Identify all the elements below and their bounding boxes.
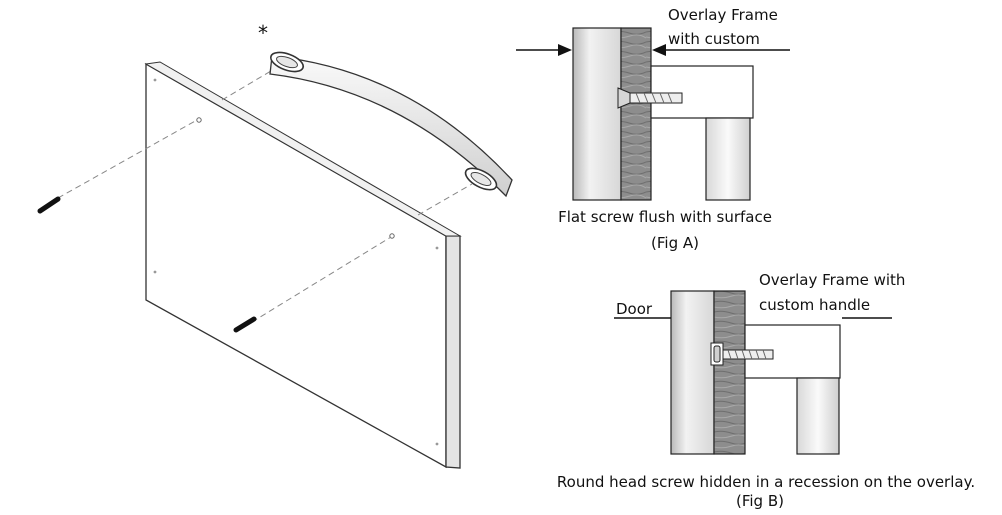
bow-handle [269, 51, 513, 198]
handle-asterisk: * [258, 21, 268, 45]
door-panel-face [145, 62, 447, 469]
fig-a-overlay-label-line1: Overlay Frame [668, 6, 778, 24]
fig-a-door-layer [572, 27, 622, 201]
fig-b-overlay-layer [713, 290, 746, 455]
panel-holes [153, 78, 439, 446]
fig-b-caption: Round head screw hidden in a recession o… [556, 473, 976, 491]
fig-a-flat-screw [617, 87, 683, 109]
fig-a-label: (Fig A) [651, 234, 699, 252]
screw-upper [37, 196, 61, 214]
screw-lower [233, 316, 257, 333]
door-panel-top-edge [144, 61, 462, 237]
fig-b-overlay-label-line2: custom handle [759, 296, 871, 314]
fig-a-handle-block [650, 65, 754, 119]
fig-b-door-layer [670, 290, 715, 455]
fig-a-caption: Flat screw flush with surface [558, 208, 772, 226]
fig-a-right-arrow [652, 44, 790, 56]
assembly-lines [57, 67, 473, 323]
fig-a-left-arrow [516, 44, 572, 56]
fig-a-overlay-label-line2: with custom [668, 30, 760, 48]
fig-a-overlay-layer [620, 27, 652, 201]
fig-b-label: (Fig B) [736, 492, 784, 510]
fig-b-round-screw [710, 342, 774, 366]
fig-b-handle-leg [796, 377, 840, 455]
fig-b-drawing [614, 290, 892, 455]
fig-b-overlay-label-line1: Overlay Frame with [759, 271, 906, 289]
door-panel-edge [445, 235, 461, 469]
fig-b-door-label: Door [616, 300, 653, 318]
fig-a-handle-leg [705, 117, 751, 201]
fig-a-drawing [516, 27, 790, 201]
door-panel-assembly [37, 51, 513, 469]
